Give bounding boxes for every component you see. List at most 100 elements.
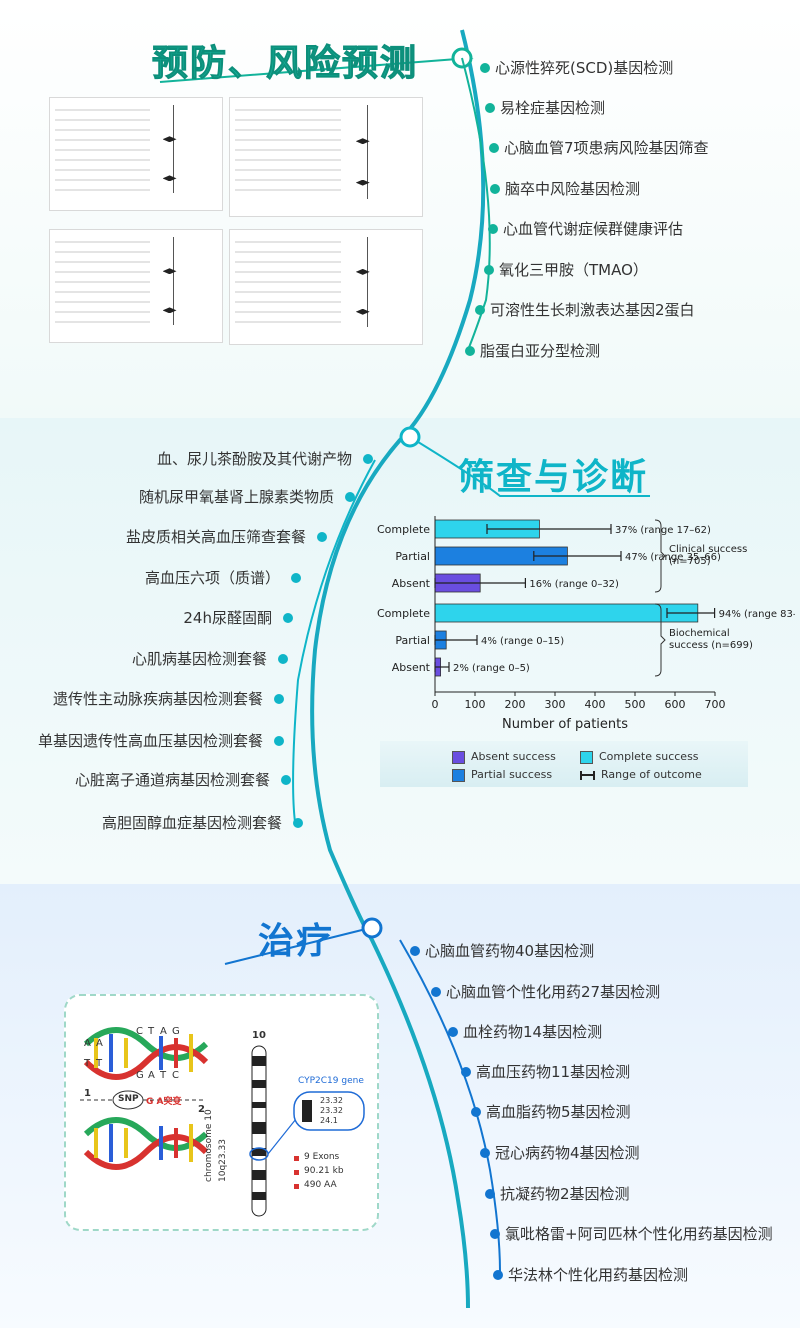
bar-complete [434, 603, 699, 623]
bar-annotation: 37% (range 17–62) [615, 525, 711, 536]
prevention-item: 脑卒中风险基因检测 [505, 180, 641, 198]
timeline-dot [274, 736, 284, 746]
forest-plot-row [235, 149, 341, 151]
fact-marker [294, 1156, 299, 1161]
forest-plot-row [235, 241, 341, 243]
chart-x-axis-label: Number of patients [502, 717, 628, 732]
gene-band-block [302, 1100, 312, 1122]
strand-mark-1: 1 [84, 1088, 91, 1099]
bar-annotation: 2% (range 0–5) [453, 663, 530, 674]
timeline-dot [281, 775, 291, 785]
legend-label: Range of outcome [601, 768, 702, 781]
group-label: Biochemical [669, 628, 730, 639]
legend-swatch-absent [452, 750, 465, 764]
forest-plot-row [55, 169, 150, 171]
forest-plot-row [55, 109, 150, 111]
forest-plot-row [235, 311, 341, 313]
forest-plot-row [55, 261, 150, 263]
fact-marker [294, 1170, 299, 1175]
screening-item: 心肌病基因检测套餐 [131, 650, 267, 668]
legend-swatch-partial [452, 768, 465, 782]
forest-plot-row [55, 241, 150, 243]
base-letter: T [160, 1070, 167, 1081]
group-brace [654, 519, 666, 593]
category-label: Partial [395, 634, 430, 647]
range-bar-icon [580, 770, 595, 780]
bar-annotation: 16% (range 0–32) [529, 579, 619, 590]
legend-label: Partial success [471, 768, 553, 781]
treatment-node [361, 917, 383, 939]
timeline-dot [283, 613, 293, 623]
prevention-item: 心源性猝死(SCD)基因检测 [495, 59, 674, 77]
base-letter: A [84, 1038, 91, 1049]
dna-illustration-box: A A T T C T A G G A T C SNP G A突变 1 2 10… [64, 994, 379, 1231]
timeline-dot [488, 224, 498, 234]
dna-strand-lower-a [83, 1117, 209, 1151]
group-label: (n=705) [669, 556, 711, 567]
treatment-heading: 治疗 [258, 921, 335, 962]
prevention-item: 心脑血管7项患病风险基因筛查 [504, 139, 709, 157]
forest-plot-diamond [355, 179, 370, 186]
base-letter: G [172, 1026, 180, 1037]
forest-plot-diamond [355, 308, 370, 315]
timeline-dot [274, 694, 284, 704]
forest-plot-axis [367, 237, 369, 327]
forest-plot-row [235, 261, 341, 263]
forest-plot-diamond [355, 138, 370, 145]
screening-item: 随机尿甲氧基肾上腺素类物质 [138, 488, 334, 506]
gene-band: 24.1 [320, 1116, 338, 1125]
base-letter: G [136, 1070, 144, 1081]
timeline-dot [485, 103, 495, 113]
legend-label: Absent success [471, 750, 556, 763]
dna-illustration [80, 1027, 365, 1217]
treatment-item: 高血脂药物5基因检测 [486, 1103, 631, 1121]
screening-heading: 筛查与诊断 [458, 457, 649, 498]
forest-plot-row [55, 291, 150, 293]
timeline-dot [484, 265, 494, 275]
bar-annotation: 94% (range 83–100) [719, 609, 795, 620]
prevention-item: 心血管代谢症候群健康评估 [503, 220, 684, 238]
forest-plot-row [55, 321, 150, 323]
timeline-dot [461, 1067, 471, 1077]
timeline-dot [471, 1107, 481, 1117]
forest-plot-row [235, 301, 341, 303]
group-label: Clinical success [669, 544, 747, 555]
prevention-branch [461, 57, 491, 351]
screening-item: 盐皮质相关高血压筛查套餐 [125, 528, 306, 546]
gene-band: 23.32 [320, 1096, 343, 1105]
dna-strand-lower-b [83, 1134, 209, 1170]
forest-plot-row [235, 179, 341, 181]
forest-plot-row [235, 169, 341, 171]
forest-plot-row [235, 271, 341, 273]
timeline-dot [317, 532, 327, 542]
dna-strand-upper-a [83, 1027, 209, 1061]
prevention-item: 脂蛋白亚分型检测 [480, 342, 601, 360]
forest-plot-row [55, 179, 150, 181]
spine-line [310, 29, 486, 1309]
forest-plot-row [55, 159, 150, 161]
x-tick-label: 600 [665, 698, 686, 711]
timeline-dot [490, 1229, 500, 1239]
forest-plot-thumbnail [49, 97, 223, 211]
prevention-item: 可溶性生长刺激表达基因2蛋白 [490, 301, 695, 319]
forest-plot-row [235, 139, 341, 141]
forest-plot-row [55, 129, 150, 131]
forest-plot-row [235, 159, 341, 161]
bar-annotation: 47% (range 35–66) [625, 552, 721, 563]
screening-item: 高血压六项（质谱） [144, 569, 280, 587]
x-tick-label: 0 [432, 698, 439, 711]
forest-plot-row [235, 189, 341, 191]
legend-item-partial: Partial success [452, 768, 552, 782]
timeline-dot [490, 184, 500, 194]
chart-legend: Absent success Complete success Partial … [380, 741, 748, 787]
forest-plot-row [55, 281, 150, 283]
screening-band [0, 418, 800, 884]
strand-mark-2: 2 [198, 1104, 205, 1115]
category-label: Absent [392, 577, 431, 590]
base-letter: C [172, 1070, 179, 1081]
screening-item: 24h尿醛固酮 [183, 609, 272, 627]
gene-fact: 9 Exons [304, 1152, 340, 1162]
mutation-label: G A突变 [146, 1097, 182, 1107]
forest-plot-diamond [355, 268, 370, 275]
